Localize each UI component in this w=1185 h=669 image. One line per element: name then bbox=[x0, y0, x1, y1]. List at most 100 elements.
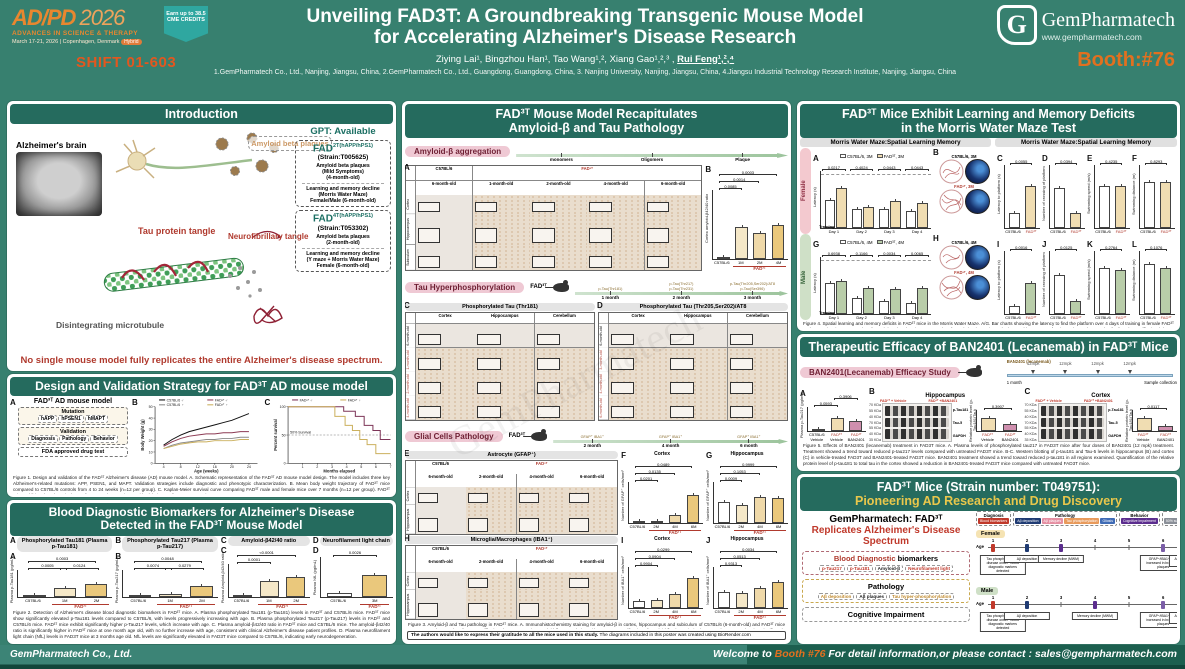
x-tick-label: 6M bbox=[775, 609, 782, 614]
bar bbox=[1008, 211, 1020, 228]
blot-band bbox=[885, 429, 949, 440]
bar-chart: Relative protein level (p-Tau181/Tau)0.3… bbox=[968, 399, 1022, 442]
histology-image bbox=[516, 487, 567, 505]
blot-image bbox=[1037, 403, 1108, 443]
histology-image bbox=[587, 245, 645, 270]
x-tick-label: C57BL/6 bbox=[714, 524, 731, 529]
legend-chip: Cognitive impairment bbox=[1120, 518, 1158, 524]
legend-chip: Aβ deposition bbox=[1015, 518, 1041, 524]
y-axis-label: Number of IBA1⁺ cells/mm² bbox=[705, 556, 711, 606]
x-tick-label: FAD³ᵀ bbox=[1025, 229, 1037, 234]
x-tick-label: 4M bbox=[757, 524, 763, 529]
chart-title: Cortex bbox=[654, 451, 670, 457]
histology-image bbox=[534, 396, 594, 420]
cutoff-line bbox=[821, 260, 931, 262]
histology-image bbox=[415, 348, 475, 372]
y-axis-label: Latency (s) bbox=[812, 187, 817, 207]
age-tick: 1 bbox=[991, 594, 995, 600]
svg-text:24: 24 bbox=[247, 466, 251, 470]
bar bbox=[717, 254, 730, 259]
bar bbox=[1070, 210, 1082, 228]
band-label: GAPDH bbox=[952, 433, 966, 438]
group-label: FAD³ᵀ bbox=[668, 530, 682, 535]
bar-slot bbox=[125, 570, 154, 598]
figure-letter: A bbox=[10, 398, 16, 408]
group-label: FAD³ᵀ bbox=[753, 615, 767, 620]
plot-area bbox=[628, 567, 704, 609]
bar bbox=[862, 286, 874, 314]
histology-image bbox=[466, 487, 517, 505]
timeline-stage: Oligomers bbox=[607, 153, 698, 162]
stage-label: 2 month bbox=[672, 295, 691, 300]
histology-image bbox=[644, 214, 702, 245]
bar-slot bbox=[716, 567, 732, 608]
plot-area bbox=[1004, 165, 1040, 229]
stage-label: 6 month bbox=[740, 443, 758, 448]
group-underline: FAD³ᵀ bbox=[17, 603, 112, 609]
stage-label: monomers bbox=[549, 157, 573, 162]
x-tick-label: 2M bbox=[199, 598, 205, 604]
grid-title: Astrocyte (GFAP⁺) bbox=[405, 451, 619, 459]
histology-image bbox=[466, 572, 517, 590]
maze-label-fad: FAD³ᵀ, 4M bbox=[954, 270, 974, 275]
column-header: 6-month-old bbox=[415, 474, 466, 487]
bar bbox=[905, 300, 917, 314]
blot-region-title: Hippocampus bbox=[925, 393, 966, 399]
timeline-stage: p-Tau(Thr217)p-Tau(Thr231)2 month bbox=[646, 282, 717, 300]
stage-marker: p-Tau(Ser396) bbox=[740, 286, 765, 291]
band-label: Tau-5 bbox=[952, 420, 963, 425]
histology-image bbox=[608, 372, 668, 396]
blood-header-line1: Blood Diagnostic Biomarkers for Alzheime… bbox=[48, 505, 355, 519]
hybrid-badge: Hybrid bbox=[121, 38, 142, 45]
bar-slot bbox=[847, 407, 864, 432]
svg-text:12: 12 bbox=[196, 466, 200, 470]
plot-area bbox=[1094, 165, 1130, 229]
timeline-note: GFAP⁺/IBA1⁺ cells increased in brain · A… bbox=[1140, 611, 1177, 628]
svg-text:Months elapsed: Months elapsed bbox=[323, 469, 355, 474]
x-tick-label: Day 2 bbox=[856, 315, 867, 320]
histology-image bbox=[475, 372, 535, 396]
cutoff-line bbox=[821, 174, 931, 176]
p-value: 0.0394 bbox=[1060, 158, 1073, 164]
x-tick-label: 4M bbox=[672, 524, 678, 529]
spectrum-subtitle: Replicates Alzheimer's Disease Spectrum bbox=[811, 525, 961, 547]
row-label: Hippocampus bbox=[406, 214, 415, 245]
histology-image bbox=[475, 323, 535, 348]
stage-marker: GFAP⁺ IBA1⁺ bbox=[580, 434, 605, 439]
plot-area bbox=[976, 410, 1022, 433]
blood-header-line2: Detected in the FAD³ᵀ Mouse Model bbox=[100, 518, 303, 533]
x-tick-label: C57BL/6 bbox=[1140, 315, 1156, 320]
p-value: 0.0005 bbox=[41, 563, 54, 569]
bar-slot bbox=[770, 482, 786, 523]
svg-text:100: 100 bbox=[279, 406, 285, 410]
histology-image bbox=[415, 245, 473, 270]
bar-slot bbox=[1159, 165, 1174, 228]
histology-image bbox=[415, 323, 475, 348]
p-value: 0.0904 bbox=[648, 553, 661, 559]
histology-image bbox=[727, 323, 787, 348]
chip: hMAPT bbox=[84, 415, 109, 424]
bar bbox=[851, 295, 863, 314]
svg-text:30: 30 bbox=[149, 428, 153, 432]
introduction-panel: Introduction Alzheimer's brain bbox=[7, 101, 396, 371]
bar bbox=[190, 584, 213, 598]
row-label: Cortex bbox=[406, 195, 415, 214]
p-value: 0.1076 bbox=[1150, 244, 1163, 250]
legend-swatch bbox=[876, 240, 883, 244]
band-label: GAPDH bbox=[1108, 433, 1122, 438]
